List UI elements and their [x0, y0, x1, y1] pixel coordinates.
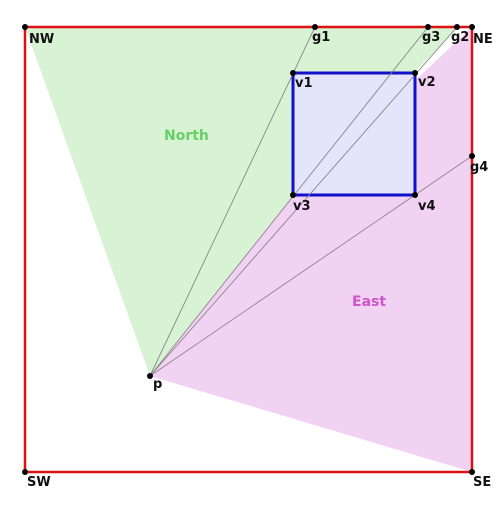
point-nw	[22, 24, 28, 30]
point-se	[469, 469, 475, 475]
ray-p-g2	[149, 26, 458, 377]
point-p	[147, 373, 153, 379]
obstacle-rectangle	[291, 71, 417, 197]
point-v3	[290, 192, 296, 198]
label-p: p	[153, 377, 162, 392]
point-g4	[469, 153, 475, 159]
boundary-rectangle	[23, 25, 474, 474]
label-se: SE	[473, 475, 491, 490]
region-label-east: East	[352, 294, 386, 310]
label-g4: g4	[470, 160, 488, 175]
label-v2: v2	[418, 75, 436, 90]
label-g2: g2	[451, 30, 469, 45]
label-v1: v1	[295, 76, 313, 91]
point-group	[22, 24, 475, 475]
point-v1	[290, 70, 296, 76]
point-g2	[454, 24, 460, 30]
label-v3: v3	[293, 199, 311, 214]
label-nw: NW	[29, 32, 54, 47]
point-ne	[469, 24, 475, 30]
region-label-north: North	[164, 128, 209, 144]
point-g1	[312, 24, 318, 30]
ray-group	[149, 26, 473, 377]
point-v2	[412, 70, 418, 76]
point-g3	[425, 24, 431, 30]
point-sw	[22, 469, 28, 475]
ray-p-g1	[149, 26, 316, 377]
label-g1: g1	[312, 30, 330, 45]
ray-p-g4	[149, 155, 473, 377]
label-g3: g3	[422, 30, 440, 45]
label-ne: NE	[473, 32, 493, 47]
ray-p-g3	[149, 26, 429, 377]
label-v4: v4	[418, 199, 436, 214]
label-sw: SW	[27, 475, 51, 490]
point-v4	[412, 192, 418, 198]
